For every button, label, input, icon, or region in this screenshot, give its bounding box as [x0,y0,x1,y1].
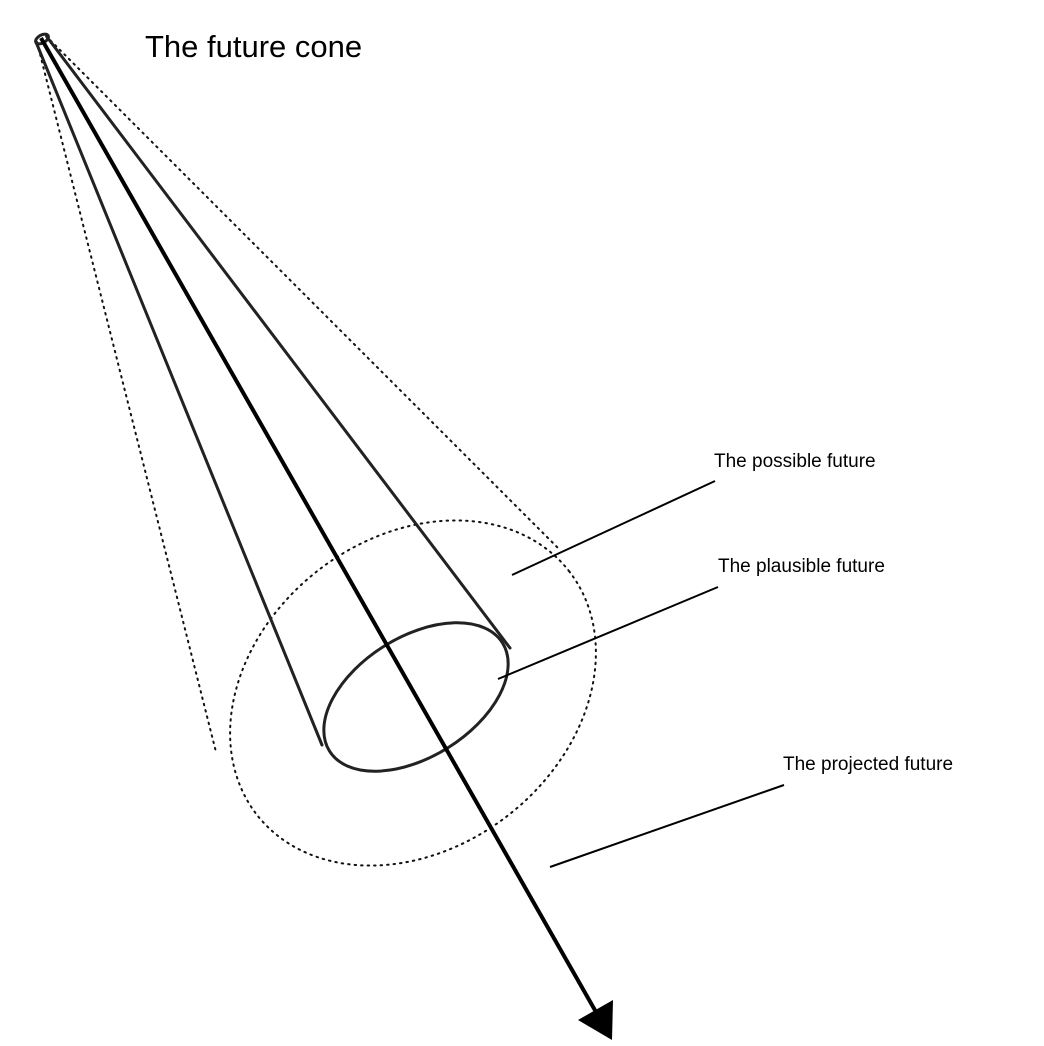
plausible-future-label: The plausible future [718,556,885,577]
plausible-future-leader [497,586,719,680]
projected-future-label: The projected future [783,754,953,775]
projected-future-leader [549,784,785,868]
possible-future-label: The possible future [714,451,876,472]
projected-future-axis [39,37,598,1013]
plausible-cone-edge-left [34,40,324,747]
projected-future-arrowhead [578,1000,613,1040]
diagram-title: The future cone [145,29,362,64]
possible-cone-edge-left [36,41,217,753]
possible-future-leader [511,480,716,576]
plausible-cone-edge-right [45,35,512,650]
possible-cone-edge-right [45,35,561,551]
possible-future-ellipse [229,519,597,867]
